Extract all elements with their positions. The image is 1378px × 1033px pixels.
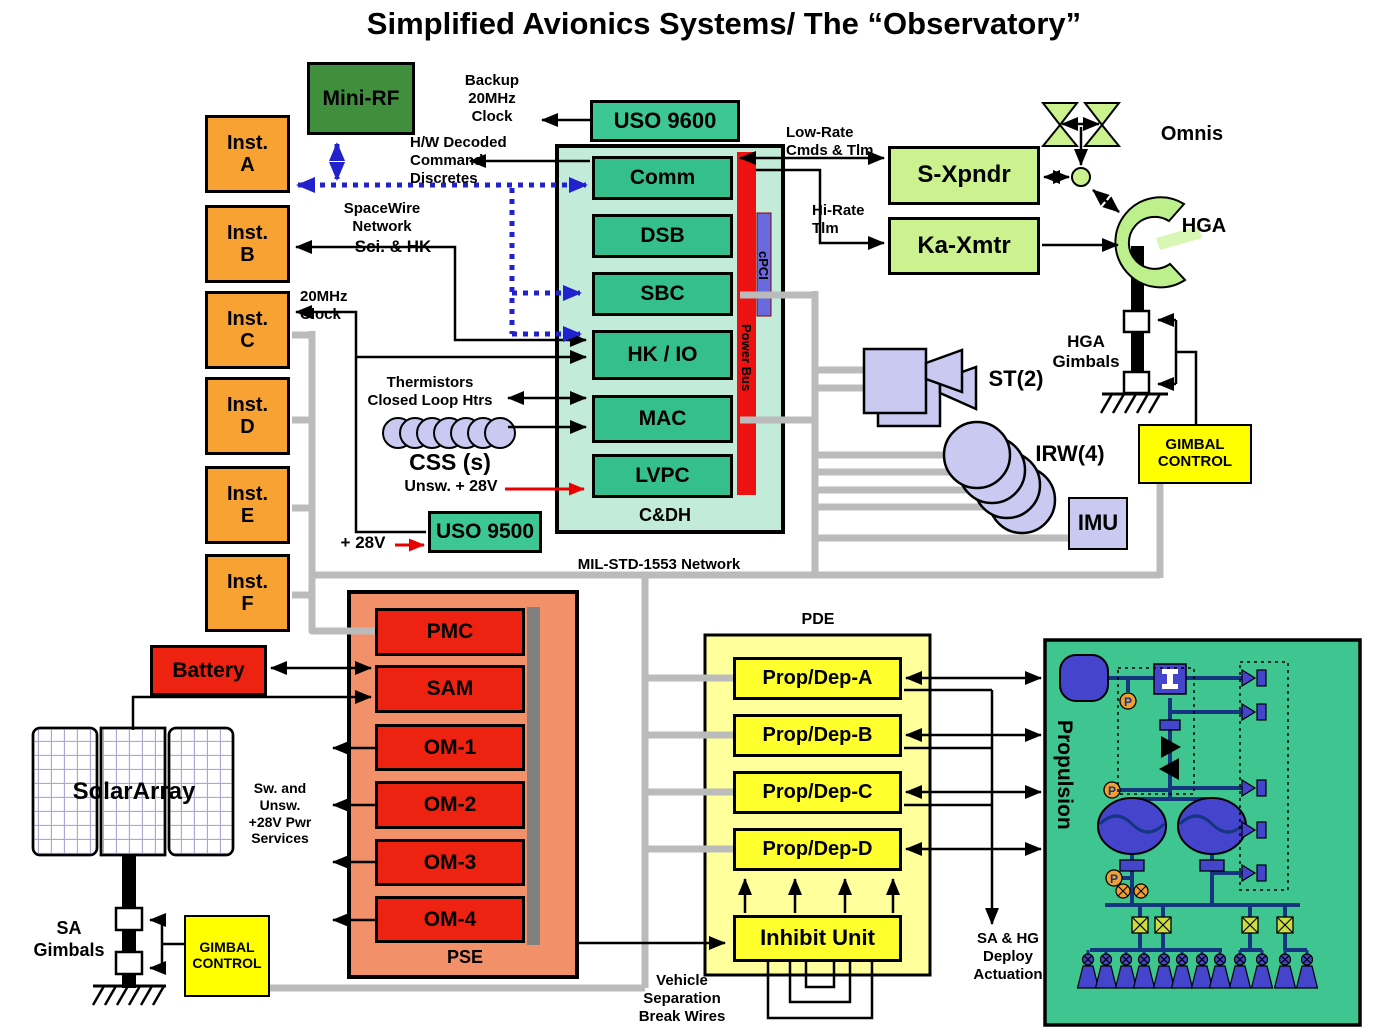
uso-9500-box: USO 9500 xyxy=(428,511,542,553)
unsw-28v-label: Unsw. + 28V xyxy=(404,478,498,495)
plus-28v-label: + 28V xyxy=(340,533,386,552)
hk-io-card: HK / IO xyxy=(592,330,733,380)
pmc-card: PMC xyxy=(375,608,525,656)
battery-box: Battery xyxy=(150,645,267,696)
omni-antennas xyxy=(1040,102,1122,187)
css-label: CSS (s) xyxy=(409,449,491,475)
inhibit-unit-card: Inhibit Unit xyxy=(733,915,902,962)
prop-dep-d-card: Prop/Dep-D xyxy=(733,828,902,871)
pressure-sensor-label: P xyxy=(1110,872,1118,886)
page-title: Simplified Avionics Systems/ The “Observ… xyxy=(366,6,1082,41)
black-connectors xyxy=(131,113,1198,975)
solar-array-glyph xyxy=(31,726,235,1006)
ka-xmtr-box: Ka-Xmtr xyxy=(888,217,1040,275)
cpci-bar xyxy=(756,212,772,317)
hga-label: HGA xyxy=(1181,215,1227,237)
sci-hk-label: Sci. & HK xyxy=(354,237,432,256)
pressure-sensor-label: P xyxy=(1124,695,1132,709)
red-power-connectors xyxy=(395,482,585,552)
hga-glyph xyxy=(1099,196,1202,414)
mac-card: MAC xyxy=(592,395,733,443)
cdh-label: C&DH xyxy=(639,505,691,525)
comm-card: Comm xyxy=(592,156,733,200)
hga-feed xyxy=(1156,226,1202,250)
inst-a-box: Inst.A xyxy=(205,115,290,193)
inst-d-box: Inst.D xyxy=(205,377,290,455)
imu-box: IMU xyxy=(1068,497,1128,550)
css-glyph xyxy=(382,417,516,449)
mini-rf-box: Mini-RF xyxy=(307,62,415,135)
propulsion-label: Propulsion xyxy=(1053,720,1076,830)
spacewire-dotted-connectors xyxy=(296,142,588,342)
sa-gimbal-joint xyxy=(114,906,144,932)
dsb-card: DSB xyxy=(592,214,733,258)
om4-card: OM-4 xyxy=(375,896,525,943)
omnis-label: Omnis xyxy=(1160,123,1224,145)
hga-gimbal-joint xyxy=(1122,370,1151,395)
inst-b-box: Inst.B xyxy=(205,205,290,283)
inst-f-box: Inst.F xyxy=(205,554,290,632)
star-tracker-glyph xyxy=(862,347,978,428)
inst-e-box: Inst.E xyxy=(205,466,290,544)
s-xpndr-box: S-Xpndr xyxy=(888,146,1040,205)
irw4-label: IRW(4) xyxy=(1035,441,1105,466)
power-bus-label: Power Bus xyxy=(739,323,754,392)
hga-dish xyxy=(1114,196,1187,289)
sam-card: SAM xyxy=(375,665,525,713)
uso-9600-box: USO 9600 xyxy=(590,100,740,142)
cpci-label: cPCI xyxy=(756,250,771,280)
prop-dep-a-card: Prop/Dep-A xyxy=(733,657,902,700)
prop-dep-c-card: Prop/Dep-C xyxy=(733,771,902,814)
propulsion-schematic: P P P xyxy=(1059,654,1319,990)
pse-backplane-bar xyxy=(527,607,540,945)
power-bus-bar xyxy=(737,152,756,495)
reaction-wheels-glyph xyxy=(942,420,1057,535)
mil-1553-label: MIL-STD-1553 Network xyxy=(577,556,741,573)
solar-array-label: SolarArray xyxy=(72,778,196,805)
inst-c-box: Inst.C xyxy=(205,291,290,369)
sbc-card: SBC xyxy=(592,272,733,316)
regulator xyxy=(1161,736,1181,758)
prop-dep-b-card: Prop/Dep-B xyxy=(733,714,902,757)
pde-label: PDE xyxy=(801,611,835,628)
pressurant-tank xyxy=(1059,654,1109,702)
rf-switch xyxy=(1071,167,1091,187)
om3-card: OM-3 xyxy=(375,839,525,886)
lvpc-card: LVPC xyxy=(592,454,733,498)
st2-label: ST(2) xyxy=(988,366,1044,391)
pse-label: PSE xyxy=(446,947,484,967)
pressure-sensor-label: P xyxy=(1108,784,1116,798)
om1-card: OM-1 xyxy=(375,724,525,771)
hga-gimbal-joint xyxy=(1122,309,1151,334)
om2-card: OM-2 xyxy=(375,781,525,829)
sa-gimbal-joint xyxy=(114,950,144,976)
